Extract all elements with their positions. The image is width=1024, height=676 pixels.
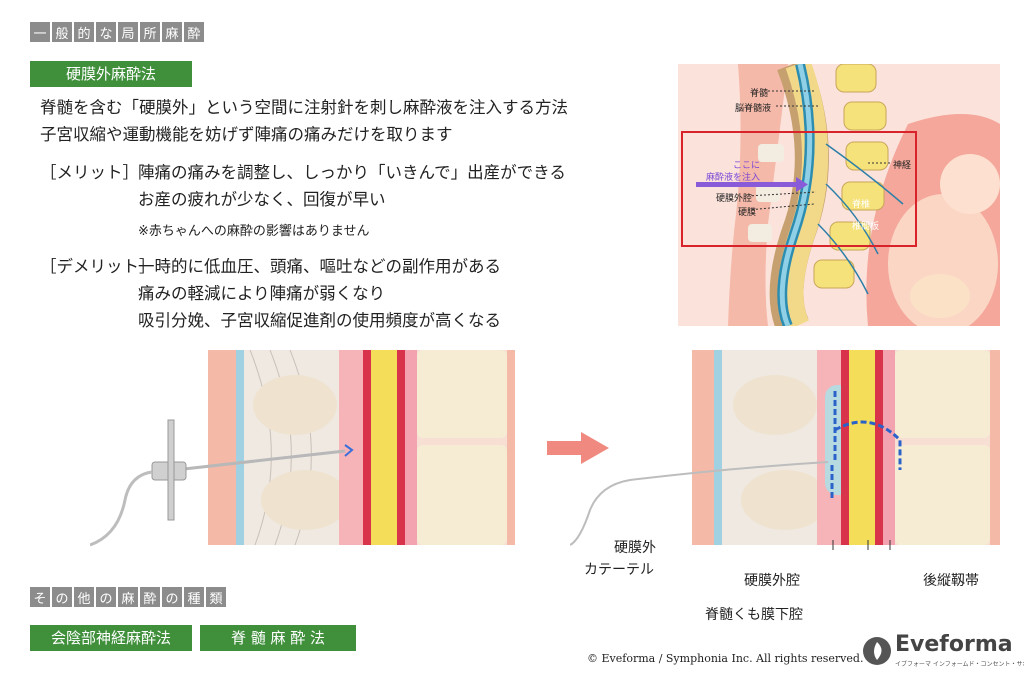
general-anesthesia-heading-char: 所 (140, 22, 160, 42)
demerit-line-3: 吸引分娩、子宮収縮促進剤の使用頻度が高くなる (138, 311, 501, 330)
label-inject-here: ここに (733, 161, 761, 171)
other-anesthesia-heading-char: の (96, 587, 116, 607)
perineal-nerve-block-button[interactable]: 会陰部神経麻酔法 (30, 625, 192, 651)
transition-arrow-icon (547, 432, 609, 464)
merit-line-1: 陣痛の痛みを調整し、しっかり「いきんで」出産ができる (138, 163, 566, 182)
general-anesthesia-heading-char: 酔 (184, 22, 204, 42)
spinal-anesthesia-button[interactable]: 脊 髄 麻 酔 法 (200, 625, 356, 651)
description-line-2: 子宮収縮や運動機能を妨げず陣痛の痛みだけを取ります (40, 125, 453, 144)
other-anesthesia-heading-char: の (162, 587, 182, 607)
label-epidural-space: 硬膜外腔 (716, 194, 753, 204)
spine-anatomy-illustration (678, 64, 1000, 326)
brand-tagline: イブフォーマ インフォームド・コンセント・サポーター (895, 661, 1024, 668)
demerit-tag: ［デメリット］ (40, 257, 156, 276)
other-anesthesia-heading-char: そ (30, 587, 50, 607)
label-epidural-catheter-2: カテーテル (584, 562, 654, 578)
label-vertebra: 脊椎 (852, 200, 871, 210)
brand-name: Eveforma (895, 632, 1013, 657)
demerit-line-2: 痛みの軽減により陣痛が弱くなり (138, 284, 386, 303)
label-epidural-catheter-1: 硬膜外 (614, 540, 656, 556)
needle-cross-section-illustration (90, 350, 515, 547)
label-spinal-cord: 脊髄 (750, 89, 769, 99)
description-line-1: 脊髄を含む「硬膜外」という空間に注射針を刺し麻酔液を注入する方法 (40, 98, 568, 117)
label-dura: 硬膜 (738, 208, 757, 218)
label-inject-anesthetic: 麻酔液を注入 (706, 173, 761, 183)
general-anesthesia-heading-char: 般 (52, 22, 72, 42)
label-csf: 脳脊髄液 (735, 104, 772, 114)
general-anesthesia-heading-char: 麻 (162, 22, 182, 42)
other-anesthesia-heading-char: 類 (206, 587, 226, 607)
other-anesthesia-heading-char: の (52, 587, 72, 607)
catheter-cross-section-illustration (570, 350, 1000, 550)
other-anesthesia-heading: その他の麻酔の種類 (30, 587, 226, 607)
epidural-method-label: 硬膜外麻酔法 (30, 61, 192, 87)
label-nerve: 神経 (893, 161, 912, 171)
label-epidural-space-bottom: 硬膜外腔 (744, 573, 800, 589)
merit-note: ※赤ちゃんへの麻酔の影響はありません (138, 224, 370, 239)
merit-tag: ［メリット］ (40, 163, 139, 182)
other-anesthesia-heading-char: 麻 (118, 587, 138, 607)
merit-line-2: お産の疲れが少なく、回復が早い (138, 190, 386, 209)
demerit-line-1: 一時的に低血圧、頭痛、嘔吐などの副作用がある (138, 257, 501, 276)
label-disc: 椎間板 (852, 222, 880, 232)
other-anesthesia-heading-char: 酔 (140, 587, 160, 607)
copyright-text: © Eveforma / Symphonia Inc. All rights r… (587, 652, 864, 665)
other-anesthesia-heading-char: 他 (74, 587, 94, 607)
general-anesthesia-heading-char: 一 (30, 22, 50, 42)
general-anesthesia-heading: 一般的な局所麻酔 (30, 22, 204, 42)
general-anesthesia-heading-char: 的 (74, 22, 94, 42)
general-anesthesia-heading-char: な (96, 22, 116, 42)
label-subarachnoid-space: 脊髄くも膜下腔 (705, 607, 803, 623)
eveforma-logo-icon (863, 637, 891, 665)
other-anesthesia-heading-char: 種 (184, 587, 204, 607)
label-posterior-ligament: 後縦靱帯 (923, 573, 979, 589)
general-anesthesia-heading-char: 局 (118, 22, 138, 42)
